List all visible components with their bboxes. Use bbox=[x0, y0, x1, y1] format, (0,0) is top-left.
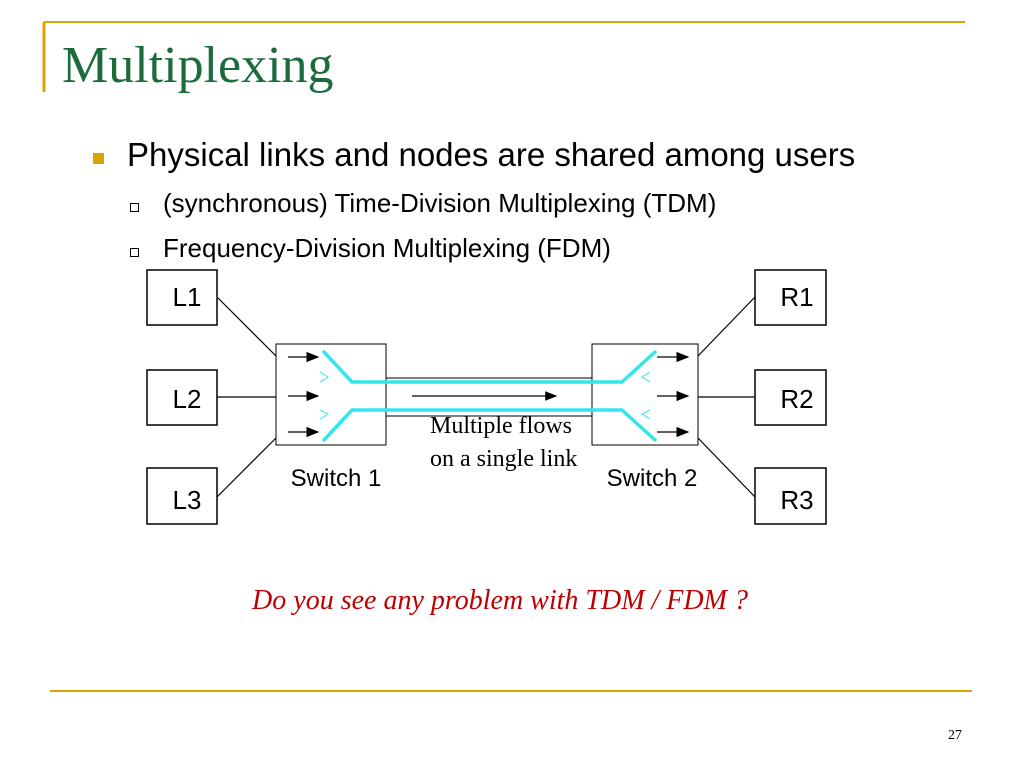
sub-bullet-fdm: Frequency-Division Multiplexing (FDM) bbox=[163, 233, 611, 263]
link-l3 bbox=[216, 437, 277, 498]
node-r3-label: R3 bbox=[780, 485, 813, 515]
flow-label-line1: Multiple flows bbox=[430, 413, 572, 439]
page-number: 27 bbox=[948, 728, 962, 743]
flow-chevrons bbox=[319, 371, 651, 420]
sub-bullet-marker bbox=[130, 203, 139, 212]
node-r2-box bbox=[754, 369, 827, 426]
link-r1 bbox=[697, 296, 756, 357]
bullet-marker bbox=[93, 153, 104, 164]
flow-lines bbox=[322, 350, 657, 442]
node-l1-label: L1 bbox=[173, 282, 202, 312]
node-l3-box bbox=[146, 467, 218, 525]
link-r3 bbox=[697, 437, 756, 498]
sub-bullet-marker bbox=[130, 248, 139, 257]
link-l1 bbox=[216, 296, 277, 357]
slide-title: Multiplexing bbox=[62, 37, 334, 94]
switch1-label: Switch 1 bbox=[291, 465, 382, 492]
node-l3-label: L3 bbox=[173, 485, 202, 515]
question-text: Do you see any problem with TDM / FDM ? bbox=[252, 585, 748, 616]
node-r3-box bbox=[754, 467, 827, 525]
node-l2-label: L2 bbox=[173, 384, 202, 414]
switch2-label: Switch 2 bbox=[607, 465, 698, 492]
node-l1-box bbox=[146, 269, 218, 326]
sub-bullet-tdm: (synchronous) Time-Division Multiplexing… bbox=[163, 188, 717, 218]
node-r1-label: R1 bbox=[780, 282, 813, 312]
bullet-main: Physical links and nodes are shared amon… bbox=[127, 136, 856, 173]
flow-label-line2: on a single link bbox=[430, 446, 577, 472]
node-l2-box bbox=[146, 369, 218, 426]
node-r2-label: R2 bbox=[780, 384, 813, 414]
